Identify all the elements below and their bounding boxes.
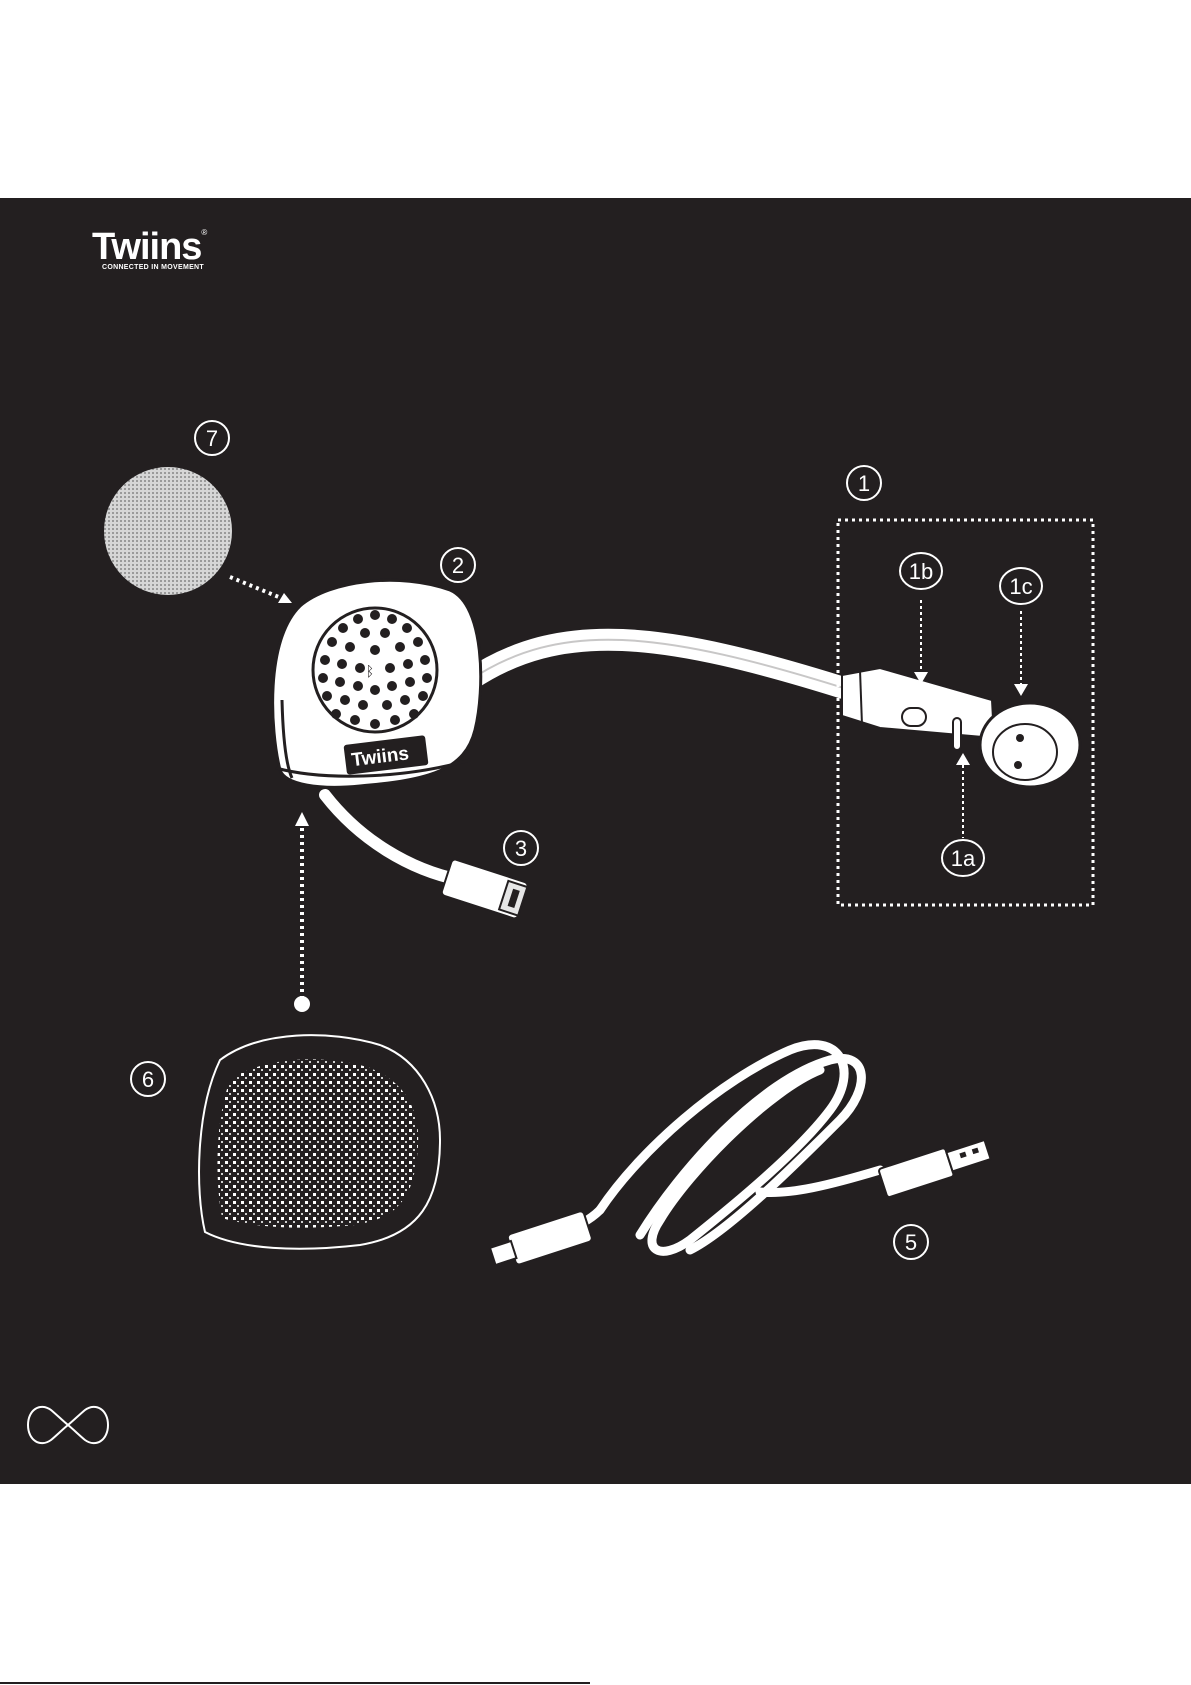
svg-text:6: 6 [142, 1067, 154, 1092]
svg-text:2: 2 [452, 553, 464, 578]
svg-text:1: 1 [858, 471, 870, 496]
callout-7: 7 [195, 421, 229, 455]
part-2-speaker: ᛒ Twiins [273, 580, 481, 787]
callout-1: 1 [847, 466, 881, 500]
mic-pin-icon [1014, 761, 1022, 769]
part-1-microphone-boom [842, 668, 1080, 787]
callout-6: 6 [131, 1062, 165, 1096]
svg-text:1c: 1c [1009, 574, 1032, 599]
usb-plug-micro [488, 1210, 593, 1271]
part-6-pad [199, 1035, 440, 1249]
callout-5: 5 [894, 1225, 928, 1259]
callout-1b: 1b [900, 553, 942, 589]
callout-2: 2 [441, 548, 475, 582]
speaker-lead-cable [325, 795, 460, 880]
callout-1c: 1c [1000, 568, 1042, 604]
part-7-foam-cover [104, 467, 232, 595]
mic-pin-icon [1016, 734, 1024, 742]
foam-cover-disc [104, 467, 232, 595]
part-5-usb-cable [560, 1045, 880, 1252]
boom-button-1b [902, 708, 926, 726]
boom-led-1a [953, 718, 961, 750]
callout-3: 3 [504, 831, 538, 865]
page-footer-rule [0, 1682, 590, 1684]
part-3-connector [441, 859, 529, 920]
leader-1a-arrow-icon [956, 753, 970, 765]
arrow-7-head-icon [278, 593, 292, 603]
arrow-6-head-icon [295, 812, 309, 826]
svg-text:3: 3 [515, 836, 527, 861]
pad-mesh [217, 1059, 418, 1227]
svg-text:5: 5 [905, 1230, 917, 1255]
svg-text:1b: 1b [909, 559, 933, 584]
arrow-6-anchor-dot [294, 996, 310, 1012]
svg-text:7: 7 [206, 426, 218, 451]
bluetooth-icon: ᛒ [366, 664, 374, 680]
infinity-loop-icon [28, 1407, 108, 1443]
usb-plug-a [878, 1135, 992, 1198]
boom-cable [470, 640, 850, 690]
leader-1c-arrow-icon [1014, 684, 1028, 696]
callout-1a: 1a [942, 840, 984, 876]
arrow-7-to-2 [230, 577, 286, 600]
svg-text:1a: 1a [951, 846, 976, 871]
